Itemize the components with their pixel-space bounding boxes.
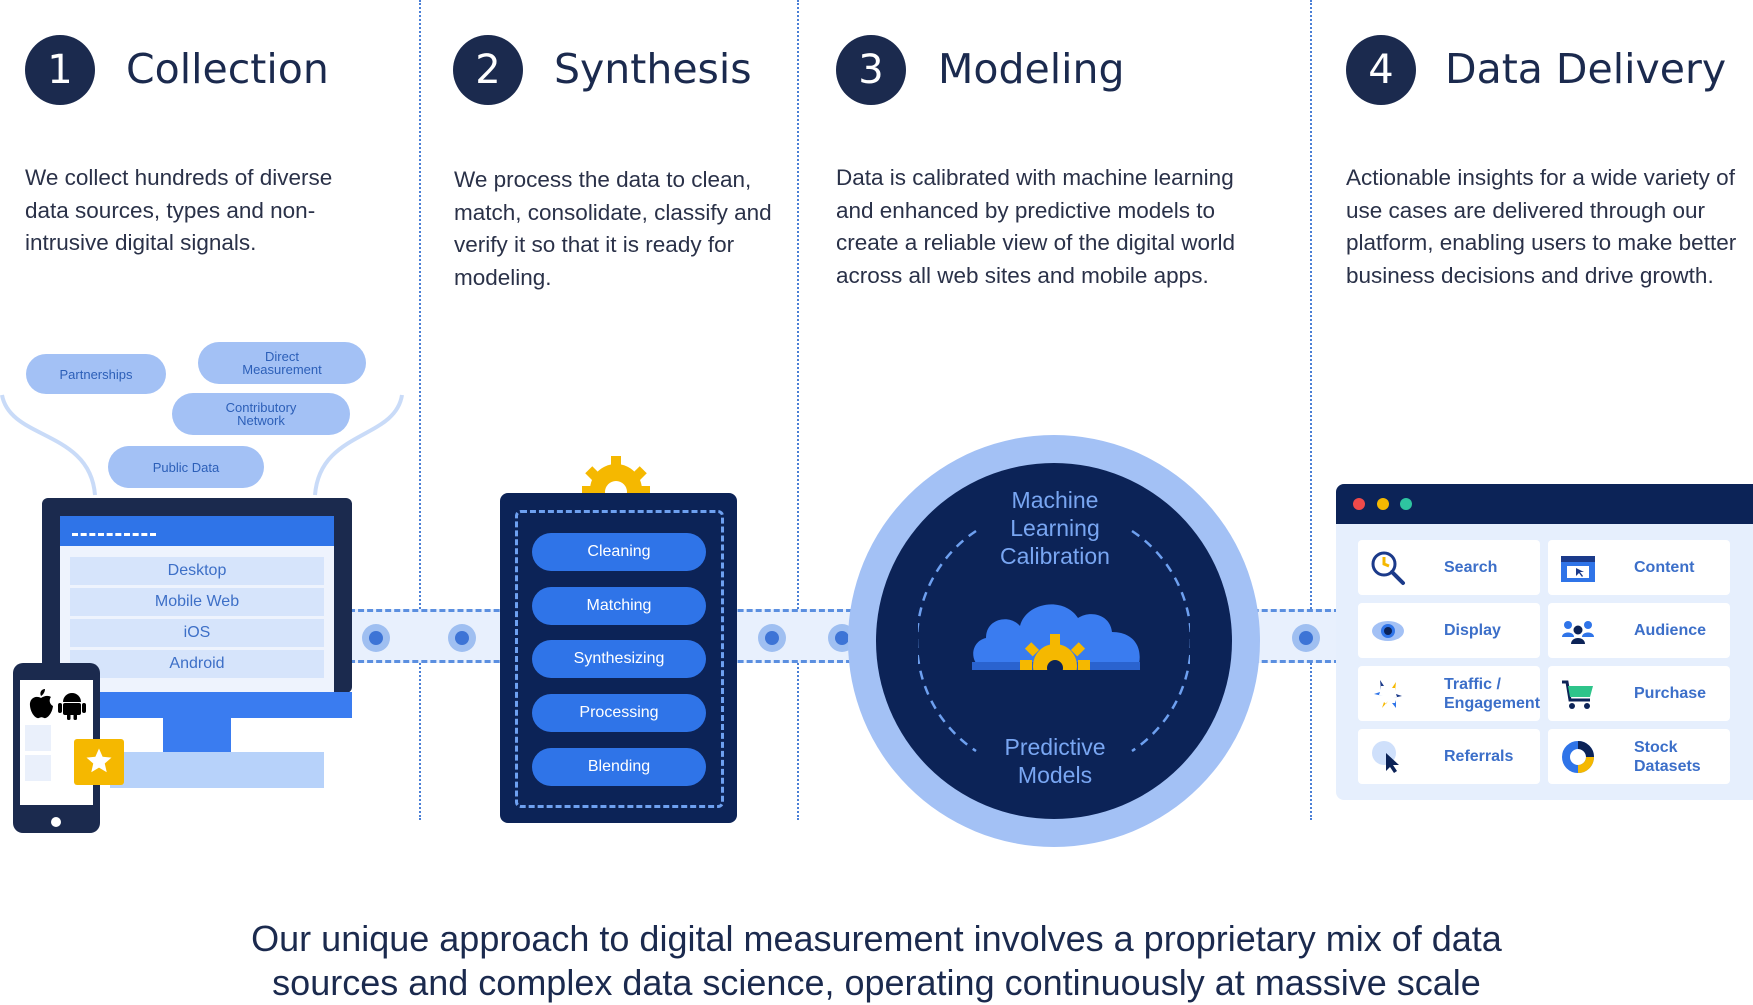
people-icon <box>1562 621 1594 644</box>
platform-ios: iOS <box>70 619 324 647</box>
cursor-icon <box>1372 741 1399 773</box>
tile-purchase: Purchase <box>1548 666 1730 721</box>
step-3-description: Data is calibrated with machine learning… <box>836 165 1235 288</box>
step-4-description: Actionable insights for a wide variety o… <box>1346 165 1737 288</box>
tile-label: Traffic / Engagement <box>1444 675 1541 712</box>
source-partnerships: Partnerships <box>26 354 166 394</box>
android-icon <box>58 693 86 720</box>
step-3-number: 3 <box>836 35 906 105</box>
traffic-arrows-icon <box>1374 680 1402 708</box>
platform-desktop: Desktop <box>70 557 324 585</box>
tile-label: Audience <box>1634 622 1707 639</box>
monitor-stand <box>163 718 231 752</box>
eye-icon <box>1372 621 1404 641</box>
separator-2-3 <box>797 0 799 820</box>
footer-line-1: Our unique approach to digital measureme… <box>251 918 1502 959</box>
cart-icon <box>1562 680 1593 709</box>
flow-dot <box>448 624 476 652</box>
step-2-number: 2 <box>453 35 523 105</box>
screen-header-dashes <box>72 533 156 536</box>
phone-tile <box>25 755 51 781</box>
step-1-title: Collection <box>126 45 329 93</box>
apple-icon <box>29 689 53 719</box>
process-processing: Processing <box>532 694 706 732</box>
process-matching: Matching <box>532 587 706 625</box>
step-2-title: Synthesis <box>554 45 752 93</box>
tile-label: Display <box>1444 622 1501 639</box>
step-1-number: 1 <box>25 35 95 105</box>
flow-dot <box>362 624 390 652</box>
footer-line-2: sources and complex data science, operat… <box>272 962 1481 1003</box>
phone-home-button <box>51 817 61 827</box>
process-blending: Blending <box>532 748 706 786</box>
window-maximize-dot <box>1400 498 1412 510</box>
tile-search: Search <box>1358 540 1540 595</box>
gear-icon <box>582 456 650 498</box>
separator-1-2 <box>419 0 421 820</box>
tile-traffic-engagement: Traffic / Engagement <box>1358 666 1540 721</box>
step-4-number: 4 <box>1346 35 1416 105</box>
star-icon <box>86 748 112 773</box>
tile-label: Search <box>1444 559 1498 576</box>
process-cleaning: Cleaning <box>532 533 706 571</box>
tile-label: Content <box>1634 559 1695 576</box>
model-dashed-arcs <box>918 529 1190 753</box>
source-public-data: Public Data <box>108 446 264 488</box>
tile-display: Display <box>1358 603 1540 658</box>
window-close-dot <box>1353 498 1365 510</box>
predictive-models-label: Predictive Models <box>1004 734 1106 788</box>
tile-label: Referrals <box>1444 748 1514 765</box>
step-3-title: Modeling <box>938 45 1125 93</box>
monitor-base <box>110 752 324 788</box>
flow-dot <box>758 624 786 652</box>
tile-audience: Audience <box>1548 603 1730 658</box>
platform-android: Android <box>70 650 324 678</box>
donut-chart-icon <box>1562 741 1594 773</box>
tile-stock-datasets: Stock Datasets <box>1548 729 1730 784</box>
phone-tile <box>25 725 51 751</box>
process-synthesizing: Synthesizing <box>532 640 706 678</box>
flow-dot <box>1292 624 1320 652</box>
step-4-title: Data Delivery <box>1445 45 1727 93</box>
platform-mobile-web: Mobile Web <box>70 588 324 616</box>
source-contributory-network: Contributory Network <box>172 393 350 435</box>
tile-label: Stock Datasets <box>1634 738 1701 775</box>
ml-calibration-label: Machine Learning Calibration <box>1000 487 1110 569</box>
window-minimize-dot <box>1377 498 1389 510</box>
cloud-gear-icon <box>1020 634 1090 670</box>
delivery-window-titlebar <box>1336 484 1753 524</box>
tile-label: Purchase <box>1634 685 1707 702</box>
processing-panel-dashed-border <box>515 510 724 808</box>
step-1-description: We collect hundreds of diverse data sour… <box>25 165 333 255</box>
tile-referrals: Referrals <box>1358 729 1540 784</box>
step-2-description: We process the data to clean, match, con… <box>454 167 772 290</box>
separator-3-4 <box>1310 0 1312 820</box>
magnifier-icon <box>1371 551 1405 585</box>
source-direct-measurement: Direct Measurement <box>198 342 366 384</box>
source-connector-lines <box>0 394 404 496</box>
tile-content: Content <box>1548 540 1730 595</box>
content-window-icon <box>1561 556 1595 582</box>
monitor-screen-header <box>60 516 334 546</box>
